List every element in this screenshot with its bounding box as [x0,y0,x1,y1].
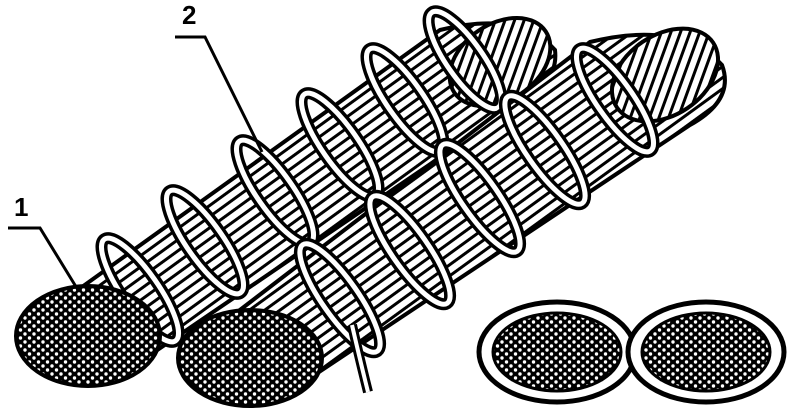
cross-section-right-core [640,311,772,393]
callout-label-2: 2 [182,0,197,30]
bundle-b-cross-section [176,308,324,408]
bundle-b [176,26,727,408]
cross-section-left-core [491,311,623,393]
bundle-b-binding-wraps [293,42,660,359]
leader-line-2 [175,35,264,153]
leader-lines [8,35,264,291]
callout-label-1: 1 [14,192,29,222]
leader-line-1 [8,226,80,291]
bundle-a-cross-section [14,284,162,388]
cross-section-pair [476,299,787,405]
bundle-a [14,5,558,388]
